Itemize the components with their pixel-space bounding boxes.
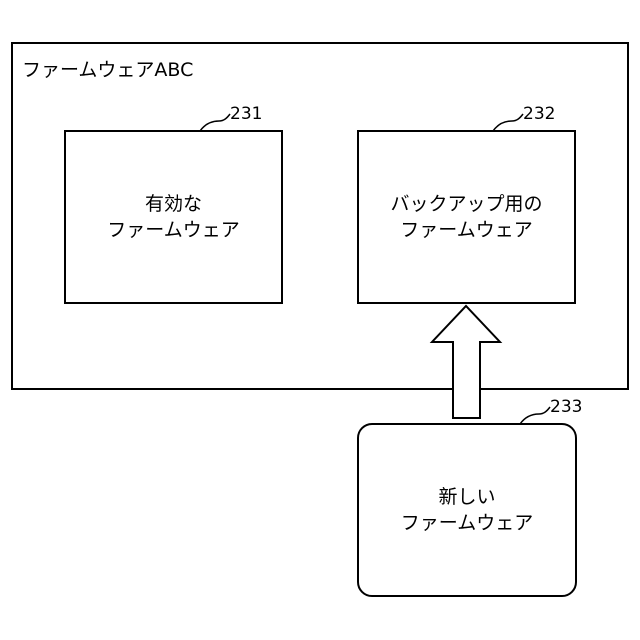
new-firmware-label-line2: ファームウェア (358, 510, 576, 536)
active-firmware-label-line2: ファームウェア (65, 217, 282, 243)
ref-label-231: 231 (230, 104, 262, 124)
backup-firmware-label-line1: バックアップ用の (358, 191, 575, 217)
leader-line-232 (493, 114, 523, 131)
active-firmware-label-line1: 有効な (65, 191, 282, 217)
update-arrow (432, 306, 500, 418)
backup-firmware-label-line2: ファームウェア (358, 217, 575, 243)
outer-title: ファームウェアABC (22, 57, 193, 83)
new-firmware-label-line1: 新しい (358, 484, 576, 510)
leader-line-231 (200, 114, 230, 131)
ref-label-233: 233 (550, 397, 582, 417)
leader-line-233 (520, 407, 550, 424)
ref-label-232: 232 (523, 104, 555, 124)
